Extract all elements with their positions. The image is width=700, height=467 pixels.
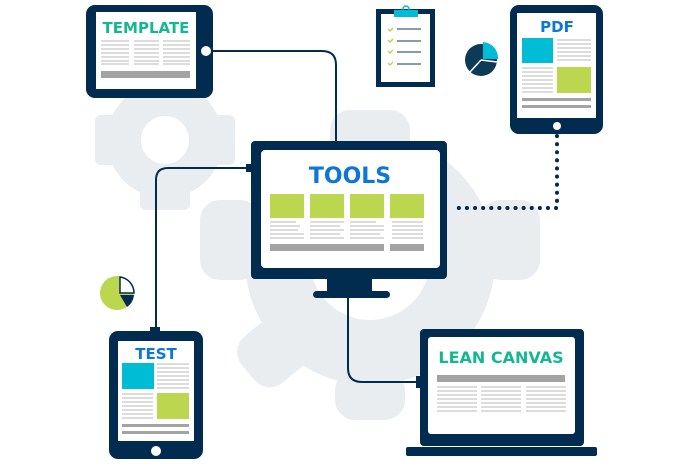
test-label: TEST bbox=[135, 345, 177, 363]
dotted-connector bbox=[450, 134, 559, 210]
pdf-label: PDF bbox=[540, 18, 574, 36]
pdf-tablet: PDF bbox=[510, 5, 603, 134]
pie-chart-icon bbox=[100, 276, 135, 310]
tools-monitor: TOOLS bbox=[246, 141, 447, 298]
lean-canvas-laptop: LEAN CANVAS bbox=[406, 329, 597, 456]
home-button-icon bbox=[553, 122, 561, 130]
home-button-icon bbox=[151, 446, 161, 456]
template-label: TEMPLATE bbox=[103, 19, 190, 37]
clipboard-checklist-icon bbox=[376, 5, 435, 87]
lean-canvas-label: LEAN CANVAS bbox=[438, 348, 563, 367]
template-tablet: TEMPLATE bbox=[86, 5, 213, 98]
tools-label: TOOLS bbox=[309, 164, 391, 189]
home-button-icon bbox=[201, 46, 211, 56]
test-tablet: TEST bbox=[109, 327, 203, 459]
pie-chart-icon bbox=[465, 42, 499, 76]
gear-small-icon bbox=[95, 70, 235, 210]
connector-lines bbox=[155, 50, 420, 383]
